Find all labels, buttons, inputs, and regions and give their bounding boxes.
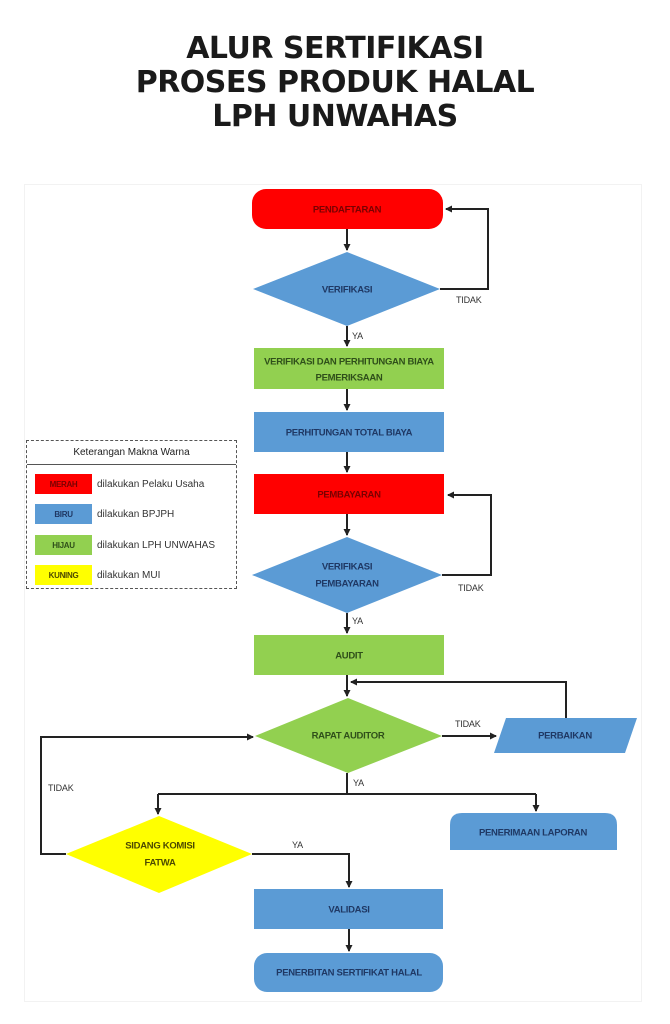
- legend-desc-merah: dilakukan Pelaku Usaha: [97, 478, 205, 490]
- label-ya-rapat: YA: [353, 778, 364, 788]
- node-verifikasi-pembayaran: VERIFIKASI PEMBAYARAN: [252, 537, 442, 613]
- node-penerbitan-sertifikat: PENERBITAN SERTIFIKAT HALAL: [254, 953, 443, 992]
- node-sidang-komisi-fatwa-label-1: SIDANG KOMISI: [125, 841, 194, 852]
- page-title: ALUR SERTIFIKASI PROSES PRODUK HALAL LPH…: [0, 32, 670, 134]
- node-rapat-auditor-label: RAPAT AUDITOR: [312, 731, 385, 742]
- node-perbaikan-label: PERBAIKAN: [538, 731, 592, 742]
- node-sidang-komisi-fatwa: SIDANG KOMISI FATWA: [66, 816, 252, 893]
- edge-perbaikan-return: [350, 678, 567, 718]
- node-pembayaran-label: PEMBAYARAN: [317, 490, 381, 501]
- legend-desc-hijau: dilakukan LPH UNWAHAS: [97, 539, 216, 551]
- node-penerbitan-sertifikat-label: PENERBITAN SERTIFIKAT HALAL: [276, 968, 422, 979]
- node-verifikasi-biaya-label-1: VERIFIKASI DAN PERHITUNGAN BIAYA: [264, 357, 434, 368]
- legend-swatch-kuning: KUNING: [35, 565, 92, 585]
- node-pendaftaran: PENDAFTARAN: [252, 189, 443, 229]
- legend-swatch-biru: BIRU: [35, 504, 92, 524]
- title-line-3: LPH UNWAHAS: [212, 99, 458, 134]
- node-verifikasi-label: VERIFIKASI: [322, 285, 372, 296]
- legend-desc-biru: dilakukan BPJPH: [97, 508, 175, 520]
- node-verifikasi-biaya-label-2: PEMERIKSAAN: [316, 373, 383, 384]
- edges: [40, 205, 567, 952]
- title-line-1: ALUR SERTIFIKASI: [186, 31, 484, 66]
- node-sidang-komisi-fatwa-label-2: FATWA: [144, 858, 175, 869]
- label-tidak-rapat: TIDAK: [455, 719, 481, 729]
- label-ya-verifikasi: YA: [352, 331, 363, 341]
- color-legend: Keterangan Makna Warna MERAH dilakukan P…: [26, 440, 237, 589]
- legend-item-biru: BIRU dilakukan BPJPH: [35, 504, 174, 524]
- node-perbaikan: PERBAIKAN: [494, 718, 637, 753]
- node-pendaftaran-label: PENDAFTARAN: [313, 205, 382, 216]
- node-verifikasi-biaya: VERIFIKASI DAN PERHITUNGAN BIAYA PEMERIK…: [254, 348, 444, 389]
- legend-swatch-hijau: HIJAU: [35, 535, 92, 555]
- label-ya-sidang: YA: [292, 840, 303, 850]
- edge-sidang-ya-validasi: [252, 853, 353, 888]
- node-audit: AUDIT: [254, 635, 444, 675]
- node-rapat-auditor: RAPAT AUDITOR: [255, 698, 442, 773]
- title-line-2: PROSES PRODUK HALAL: [135, 65, 535, 100]
- node-verifikasi-pembayaran-label-1: VERIFIKASI: [322, 562, 372, 573]
- edge-vpembayaran-tidak-pembayaran: [442, 491, 492, 576]
- node-validasi-label: VALIDASI: [328, 905, 369, 916]
- label-ya-vpembayaran: YA: [352, 616, 363, 626]
- node-audit-label: AUDIT: [335, 651, 363, 662]
- legend-item-kuning: KUNING dilakukan MUI: [35, 565, 160, 585]
- edge-rapat-ya-split: [158, 773, 536, 795]
- node-verifikasi: VERIFIKASI: [253, 252, 440, 326]
- node-penerimaan-laporan: PENERIMAAN LAPORAN: [450, 813, 617, 850]
- node-penerimaan-laporan-label: PENERIMAAN LAPORAN: [479, 828, 588, 839]
- edge-verifikasi-tidak-pendaftaran: [440, 205, 489, 290]
- node-validasi: VALIDASI: [254, 889, 443, 929]
- node-pembayaran: PEMBAYARAN: [254, 474, 444, 514]
- legend-swatch-merah: MERAH: [35, 474, 92, 494]
- label-tidak-sidang: TIDAK: [48, 783, 74, 793]
- label-tidak-verifikasi: TIDAK: [456, 295, 482, 305]
- legend-item-merah: MERAH dilakukan Pelaku Usaha: [35, 474, 204, 494]
- legend-desc-kuning: dilakukan MUI: [97, 569, 161, 581]
- edge-sidang-tidak-rapat: [40, 733, 254, 855]
- node-verifikasi-pembayaran-label-2: PEMBAYARAN: [315, 579, 379, 590]
- node-total-biaya-label: PERHITUNGAN TOTAL BIAYA: [286, 428, 413, 439]
- node-total-biaya: PERHITUNGAN TOTAL BIAYA: [254, 412, 444, 452]
- legend-item-hijau: HIJAU dilakukan LPH UNWAHAS: [35, 535, 215, 555]
- label-tidak-vpembayaran: TIDAK: [458, 583, 484, 593]
- legend-title: Keterangan Makna Warna: [27, 441, 236, 465]
